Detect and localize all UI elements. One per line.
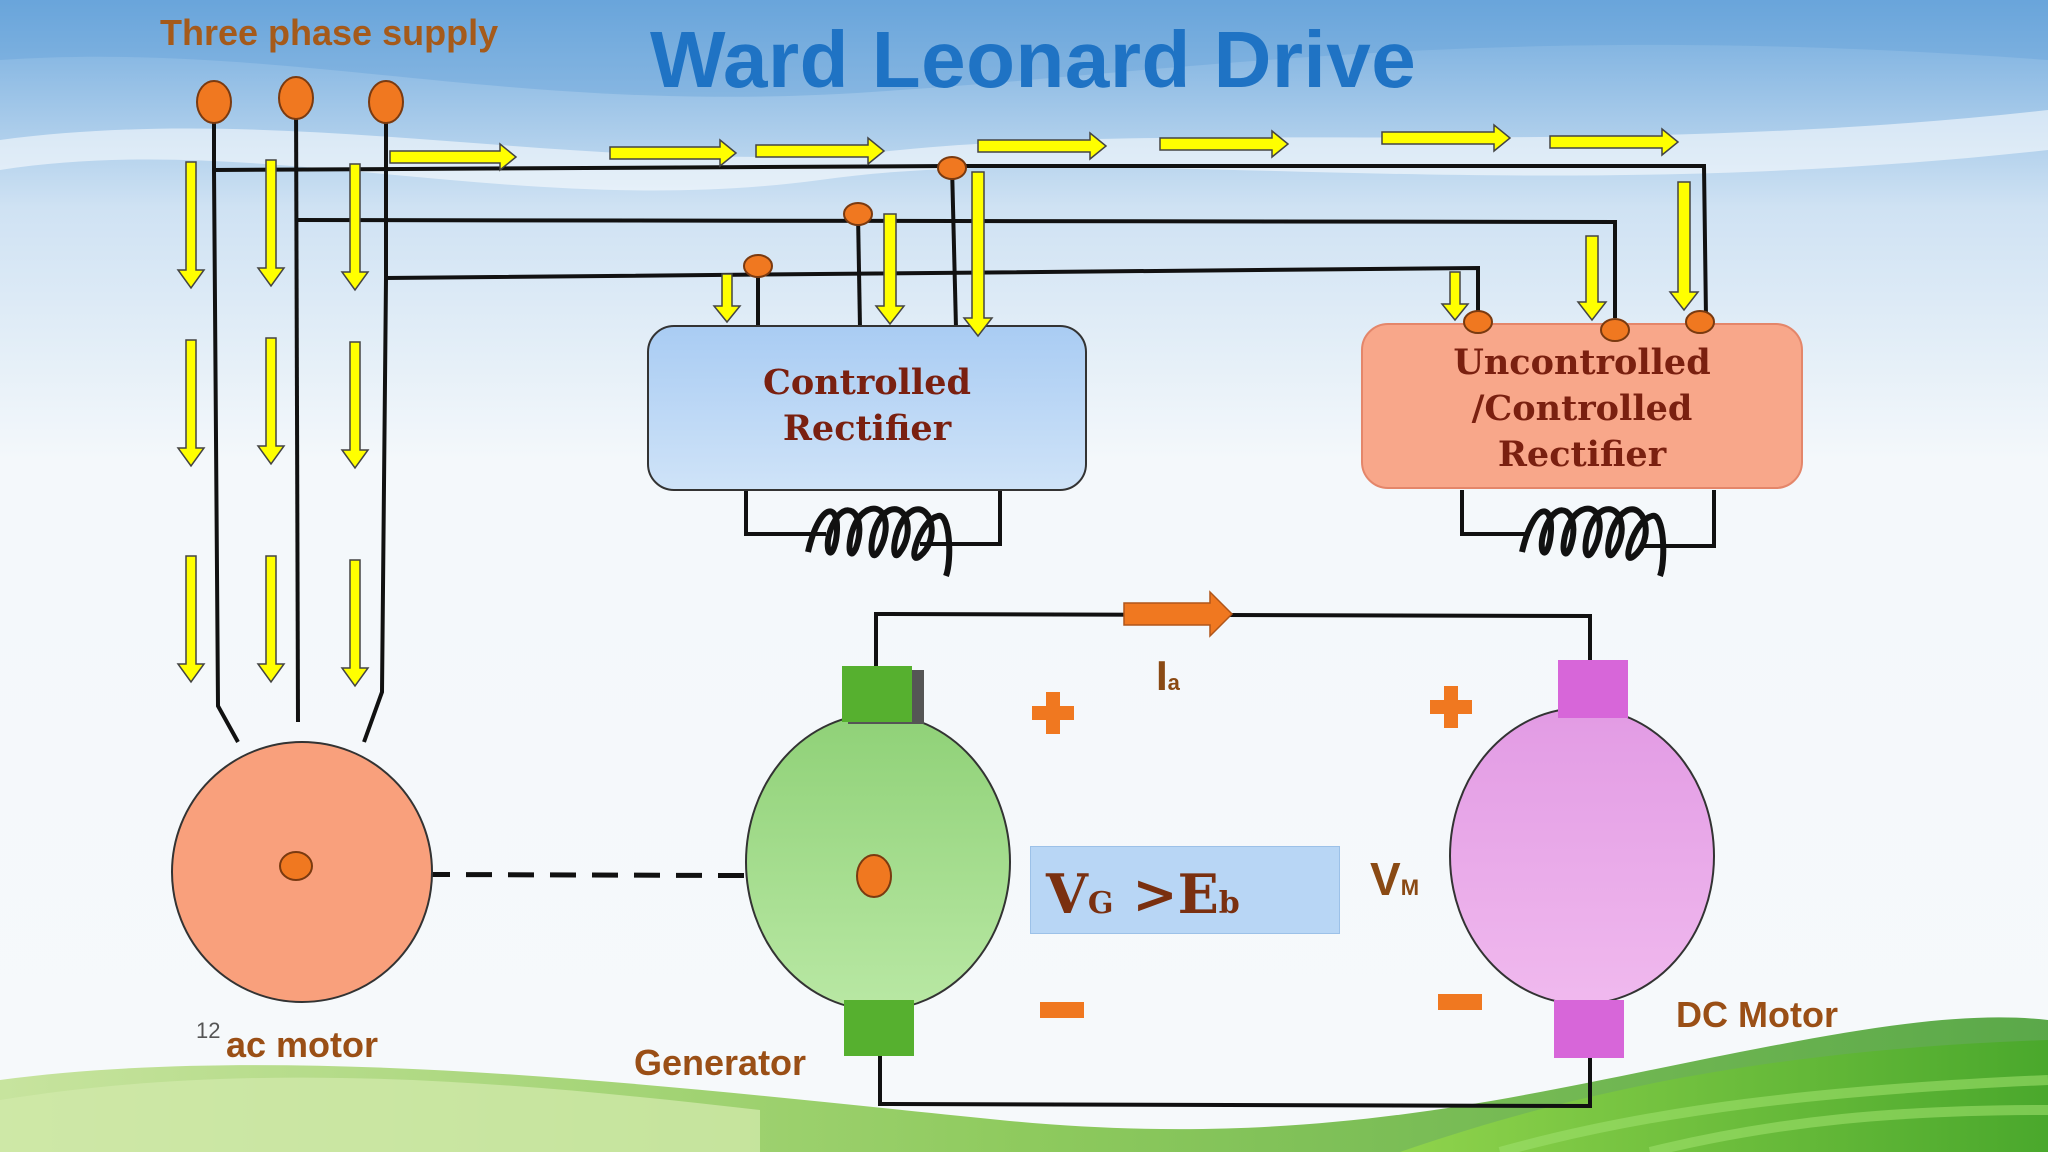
motor-brush-bottom (1554, 1000, 1624, 1058)
hill-left (0, 1077, 760, 1152)
supply-wiring (212, 97, 1716, 1109)
flow-arrow-down (256, 159, 286, 288)
equation-rel: >E (1113, 862, 1219, 926)
supply-terminal-1 (196, 80, 232, 124)
flow-arrow-down (256, 555, 286, 684)
supply-label: Three phase supply (160, 12, 499, 53)
armature-current-sub: a (1167, 670, 1180, 695)
flow-arrow-down (962, 171, 994, 338)
flow-arrow-down (1576, 235, 1608, 322)
flow-arrow-down (176, 161, 206, 290)
armature-current-label: Ia (1156, 652, 1180, 700)
power-flow-arrows (176, 123, 1700, 688)
flow-arrow-right (755, 136, 886, 166)
controlled-rectifier-box (647, 325, 1087, 491)
motor-field-coil (1519, 505, 1667, 578)
armature-loop-bottom (878, 1054, 1592, 1109)
flow-arrow-down (340, 559, 370, 688)
flow-arrow-down (1668, 181, 1700, 312)
phase-line-1 (212, 104, 240, 743)
flow-arrow-right (609, 138, 738, 168)
flow-arrow-down (256, 337, 286, 466)
phase-line-3 (362, 104, 388, 743)
bus-middle (295, 218, 1617, 318)
ac-motor-shaft-terminal (279, 851, 313, 881)
motor-brush-top (1558, 660, 1628, 718)
flow-arrow-right (1159, 129, 1290, 159)
flow-arrow-down (712, 273, 742, 324)
junction-terminal (843, 202, 873, 226)
generator-minus-sign (1040, 1002, 1084, 1018)
equation-e-sub: b (1218, 886, 1240, 921)
controlled-rectifier-line: Rectifier (782, 408, 952, 449)
generator-shaft-terminal (856, 854, 892, 898)
generator-brush-bottom (844, 1000, 914, 1056)
motor-voltage-v: V (1370, 853, 1401, 905)
controlled-rectifier-line: Controlled (763, 362, 971, 403)
junction-terminal (1600, 318, 1630, 342)
ctrl-output-leads (744, 490, 826, 536)
dc-motor-label: DC Motor (1676, 994, 1838, 1035)
ac-motor-label: ac motor (226, 1024, 379, 1065)
junction-terminal (937, 156, 967, 180)
polarity-signs (1032, 686, 1482, 1018)
flow-arrow-down (176, 339, 206, 468)
hill-stripe (1498, 1075, 2048, 1152)
supply-terminal-2 (278, 76, 314, 120)
generator-brush-top (842, 666, 912, 722)
field-rectifier-box (1361, 323, 1803, 489)
flow-arrow-down (1440, 271, 1470, 322)
armature-current-i: I (1156, 652, 1168, 699)
motor-minus-sign (1438, 994, 1482, 1010)
armature-loop-top (874, 611, 1592, 670)
supply-terminal-3 (368, 80, 404, 124)
hill-front (1400, 1040, 2048, 1152)
equation-v: V (1046, 862, 1088, 926)
phase-line-2 (294, 97, 300, 723)
motor-voltage-label: VM (1370, 852, 1419, 906)
flow-arrow-right (1549, 127, 1680, 157)
equation-text: VG >Eb (1046, 862, 1240, 926)
cloud-band (0, 0, 2048, 97)
generator-label: Generator (634, 1042, 807, 1083)
field-rectifier-line: Rectifier (1497, 434, 1667, 475)
flow-arrow-right (389, 142, 518, 172)
tap-to-ctrl-3 (950, 165, 958, 329)
field-rectifier-line: /Controlled (1471, 388, 1693, 429)
dc-motor (1449, 707, 1715, 1005)
bus-top (213, 164, 1708, 319)
tap-to-ctrl-2 (856, 213, 862, 329)
equation-v-sub: G (1087, 886, 1114, 921)
field-rectifier-label: Uncontrolled /Controlled Rectifier (1362, 340, 1802, 478)
junction-terminal (1463, 310, 1493, 334)
slide-title: Ward Leonard Drive (650, 15, 1417, 104)
flow-arrow-down (874, 213, 906, 326)
terminals (196, 76, 1715, 898)
flow-arrow-right (1381, 123, 1512, 153)
slide-number: 12 (196, 1018, 221, 1043)
motor-voltage-sub: M (1400, 875, 1420, 900)
equation-box (1030, 846, 1340, 934)
motor-plus-sign (1444, 686, 1458, 728)
junction-terminal (1685, 310, 1715, 334)
generator-field-coil (805, 505, 953, 578)
flow-arrow-right (977, 131, 1108, 161)
flow-arrow-down (340, 341, 370, 470)
hill-stripe (1648, 1105, 2048, 1152)
generator-plus-sign (1046, 692, 1060, 734)
field-output-leads (1460, 490, 1530, 536)
flow-arrow-down (340, 163, 370, 292)
junction-terminal (743, 254, 773, 278)
controlled-rectifier-label: Controlled Rectifier (648, 360, 1086, 452)
armature-current-arrow (1123, 590, 1234, 638)
flow-arrow-down (176, 555, 206, 684)
field-rectifier-line: Uncontrolled (1453, 342, 1711, 383)
